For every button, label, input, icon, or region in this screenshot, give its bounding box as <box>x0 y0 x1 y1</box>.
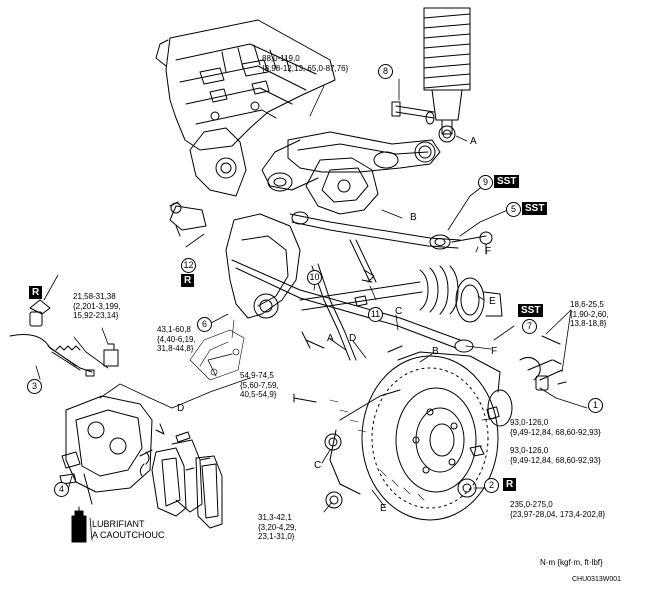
ref-d-mid: D <box>349 333 357 344</box>
ref-e-lower: E <box>380 503 387 514</box>
replace-tag-2: R <box>503 478 517 491</box>
torque-converted-2: 23,1-31,0} <box>258 532 295 541</box>
sst-tag-9: SST <box>494 175 520 188</box>
torque-converted: {9,49-12,84, 68,60-92,93} <box>510 427 601 437</box>
torque-converted: {1,90-2,60, <box>570 309 609 319</box>
shock-absorber <box>391 7 471 143</box>
torque-converted: {9,49-12,84, 68,60-92,93} <box>510 455 601 465</box>
torque-spec-bracket: 54,9-74,5 {5,60-7,59, 40,5-54,9} <box>240 371 279 400</box>
ref-c-lower: C <box>314 460 322 471</box>
callout-12: 12 <box>181 258 196 273</box>
hatch-details <box>189 319 425 501</box>
callout-2: 2 <box>484 478 499 493</box>
callout-7: 7 <box>522 319 537 334</box>
torque-value: 54,9-74,5 <box>240 371 274 380</box>
ref-f-mid: F <box>491 346 498 357</box>
torque-spec-locknut: 235,0-275,0 {23,97-28,04, 173,4-202,8} <box>510 500 605 519</box>
torque-converted: {2,201-3,199, <box>73 301 121 311</box>
torque-value: 93,0-126,0 <box>510 418 549 427</box>
callout-11: 11 <box>368 307 383 322</box>
torque-spec-knuckle: 43,1-60,8 {4,40-6,19, 31,8-44,8} <box>157 325 196 354</box>
ref-b-mid: B <box>432 346 439 357</box>
sst-tag-5: SST <box>522 202 548 215</box>
torque-value: 93,0-126,0 <box>510 446 549 455</box>
lateral-links <box>231 211 493 361</box>
drive-shaft <box>299 265 503 323</box>
torque-value: 18,6-25,5 <box>570 300 604 309</box>
torque-converted: {8,98-12,13, 65,0-87,76} <box>262 63 349 73</box>
torque-converted-2: 31,8-44,8} <box>157 344 194 353</box>
knuckle <box>169 127 379 319</box>
torque-spec-hub-2: 93,0-126,0 {9,49-12,84, 68,60-92,93} <box>510 446 601 465</box>
torque-spec-upper: 88,0-119,0 {8,98-12,13, 65,0-87,76} <box>262 54 348 73</box>
replace-tag-cable: R <box>29 286 43 299</box>
upper-arm <box>261 131 441 192</box>
torque-converted: {5,60-7,59, <box>240 380 279 390</box>
torque-spec-caliper: 31,3-42,1 {3,20-4,29, 23,1-31,0} <box>258 513 297 542</box>
callout-8: 8 <box>378 64 393 79</box>
ref-a-top: A <box>470 136 477 147</box>
replace-tag-12: R <box>181 274 195 287</box>
ref-a-mid: A <box>327 333 334 344</box>
figure-code: CHU0313W001 <box>572 576 622 583</box>
torque-converted-2: 40,5-54,9} <box>240 390 277 399</box>
ref-e-upper: E <box>489 296 496 307</box>
ref-b-upper: B <box>410 212 417 223</box>
callout-1: 1 <box>588 398 603 413</box>
callout-10: 10 <box>307 270 322 285</box>
leader-lines <box>35 78 588 541</box>
torque-converted-2: 13,8-18,8} <box>570 319 607 328</box>
brake-disc <box>324 351 513 521</box>
torque-spec-sensor: 18,6-25,5 {1,90-2,60, 13,8-18,8} <box>570 300 609 329</box>
torque-converted: {4,40-6,19, <box>157 334 196 344</box>
sst-tag-7: SST <box>518 304 544 317</box>
ref-f-upper: F <box>485 246 492 257</box>
callout-6: 6 <box>197 317 212 332</box>
ref-d-left: D <box>177 403 185 414</box>
torque-value: 235,0-275,0 <box>510 500 553 509</box>
callout-3: 3 <box>27 379 42 394</box>
torque-spec-cable-bolt: 21,58-31,38 {2,201-3,199, 15,92-23,14} <box>73 292 121 321</box>
torque-units: N·m {kgf·m, ft·lbf} <box>540 558 603 567</box>
torque-value: 31,3-42,1 <box>258 513 292 522</box>
callout-5: 5 <box>506 202 521 217</box>
callout-9: 9 <box>478 175 493 190</box>
callout-4: 4 <box>54 482 69 497</box>
crossmember <box>155 19 336 151</box>
torque-value: 88,0-119,0 <box>262 54 300 63</box>
torque-value: 21,58-31,38 <box>73 292 116 301</box>
lubricant-note: LUBRIFIANT A CAOUTCHOUC <box>92 519 165 541</box>
parking-cable <box>9 311 119 377</box>
torque-converted: {3,20-4,29, <box>258 522 297 532</box>
torque-spec-hub-1: 93,0-126,0 {9,49-12,84, 68,60-92,93} <box>510 418 601 437</box>
lubricant-tube <box>71 473 93 543</box>
torque-converted: {23,97-28,04, 173,4-202,8} <box>510 509 606 519</box>
torque-value: 43,1-60,8 <box>157 325 191 334</box>
ref-c-upper: C <box>395 306 403 317</box>
brake-pads <box>139 423 223 529</box>
lubricant-line-1: LUBRIFIANT <box>92 519 145 529</box>
fasteners <box>169 201 567 498</box>
lubricant-line-2: A CAOUTCHOUC <box>92 530 165 540</box>
clip <box>29 299 51 315</box>
caliper <box>59 395 153 493</box>
torque-converted-2: 15,92-23,14} <box>73 311 119 320</box>
